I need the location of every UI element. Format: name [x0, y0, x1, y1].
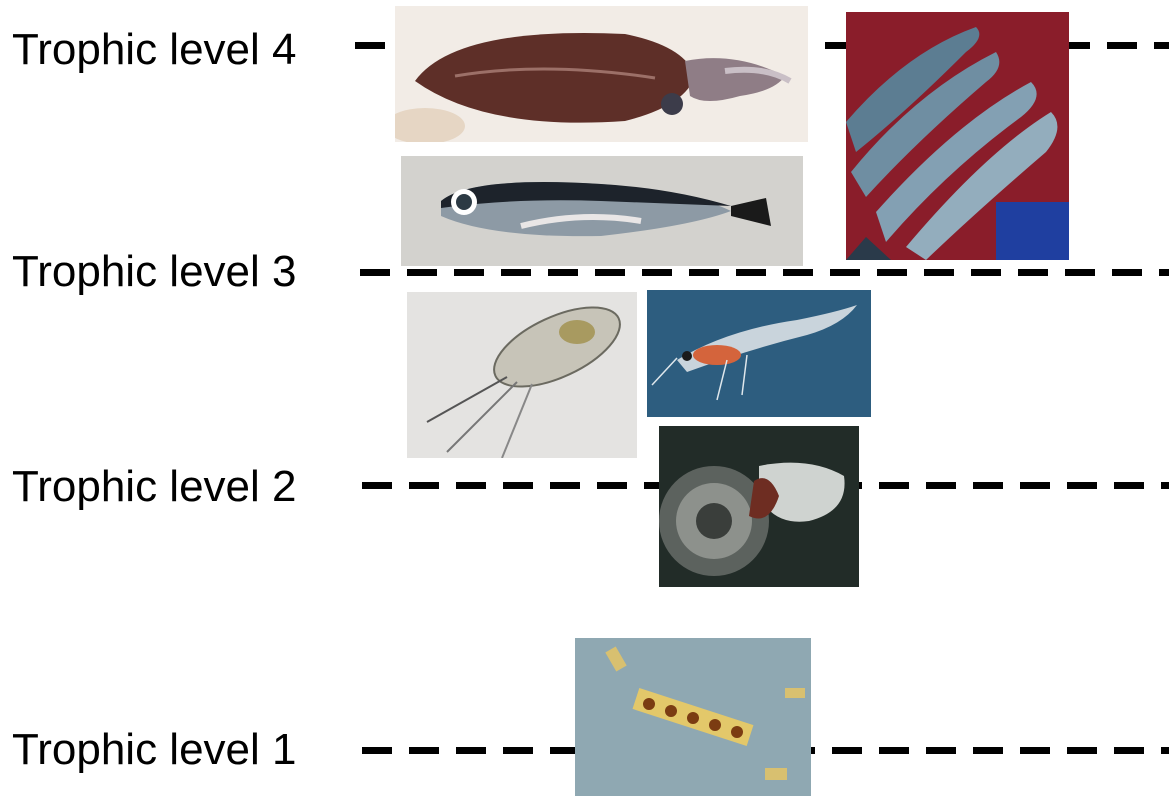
- diatom-chain-photo: [575, 638, 811, 796]
- trophic-level-1-label: Trophic level 1: [12, 728, 297, 772]
- trophic-level-3-line: [360, 269, 1169, 276]
- lanternfish-photo: [401, 156, 803, 266]
- salmon-photo: [846, 12, 1069, 260]
- krill-photo: [647, 290, 871, 417]
- trophic-level-4-label: Trophic level 4: [12, 28, 297, 72]
- trophic-level-3-label: Trophic level 3: [12, 250, 297, 294]
- trophic-level-2-label: Trophic level 2: [12, 465, 297, 509]
- squid-photo: [395, 6, 808, 142]
- pteropod-photo: [659, 426, 859, 587]
- copepod-photo: [407, 292, 637, 458]
